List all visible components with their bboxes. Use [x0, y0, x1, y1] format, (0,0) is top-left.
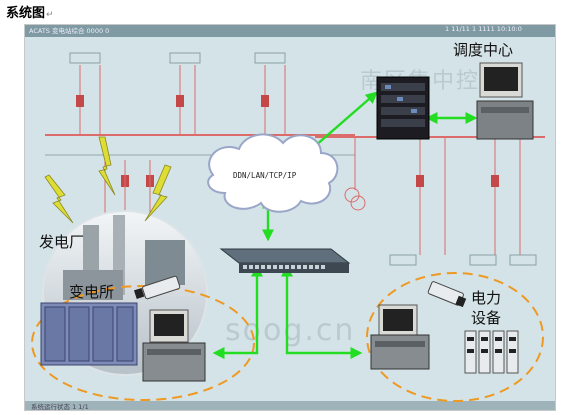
scada-background: [25, 25, 555, 410]
network-label: DDN/LAN/TCP/IP: [233, 171, 297, 180]
figure-caption: 系统图↵: [6, 2, 54, 21]
equipment-camera-icon: [427, 281, 467, 308]
screen-header-right: 1 11/11 1 1111 10:10:0: [445, 25, 522, 33]
equipment-boundary: [366, 272, 544, 402]
system-diagram: ACATS 变电站综合 0000 0 1 11/11 1 1111 10:10:…: [24, 24, 556, 411]
power-equipment-devices: [464, 330, 519, 374]
screen-header-bar: [25, 25, 555, 37]
network-switch: [219, 248, 351, 273]
power-equipment-label-line2: 设备: [471, 309, 502, 327]
substation-cabinets: [40, 302, 138, 366]
substation-workstation: [142, 309, 206, 382]
substation-camera-icon: [133, 275, 181, 300]
wireless-signal-icon: [44, 136, 172, 224]
screen-footer-bar: [25, 401, 555, 410]
power-plant-label: 发电厂: [39, 233, 85, 251]
dispatch-center-label: 调度中心: [453, 41, 514, 59]
substation-label: 变电所: [69, 283, 115, 301]
paragraph-mark: ↵: [46, 10, 54, 20]
power-equipment-label-line1: 电力: [471, 289, 502, 307]
equipment-workstation: [370, 304, 430, 370]
caption-text: 系统图: [6, 6, 46, 21]
screen-header-left: ACATS 变电站综合 0000 0: [29, 27, 110, 35]
dispatch-server-rack: [376, 76, 430, 140]
network-cloud: [207, 133, 339, 213]
screen-footer-text: 系统运行状态 1 1/1: [31, 403, 89, 411]
dispatch-workstation: [476, 62, 534, 140]
network-overlay: [31, 62, 544, 402]
